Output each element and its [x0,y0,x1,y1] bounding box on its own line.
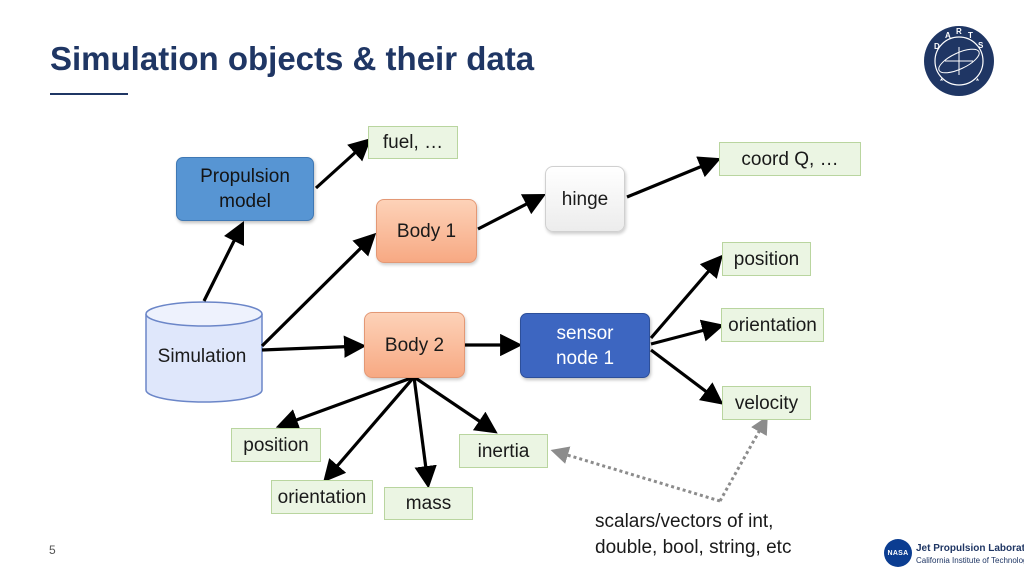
logo-letter-d: D [934,42,940,51]
logo-letter-s: S [978,41,984,50]
body2-node[interactable]: Body 2 [364,312,465,378]
note-line2: double, bool, string, etc [595,537,792,558]
arrow-body2-mass [412,376,437,489]
logo-letter-r: R [956,27,962,36]
arrow-body1-hinge [477,193,546,231]
arrow-propulsion-fuel [314,137,372,190]
darts-logo-icon: D A R T S [924,26,994,96]
propulsion-label-line2: model [219,191,271,212]
note-pointer-velocity [718,415,768,502]
arrow-sensor-orientation [650,319,725,346]
jpl-logo: NASA Jet Propulsion Laboratory Californi… [884,537,1024,571]
body2-orientation-node[interactable]: orientation [271,480,373,514]
jpl-subtitle: California Institute of Technology [916,556,1024,565]
propulsion-label-line1: Propulsion [200,166,290,187]
arrow-sensor-position [649,254,723,340]
logo-letter-t: T [968,31,973,40]
arrow-sensor-velocity [650,348,724,405]
coord-q-node[interactable]: coord Q, … [719,142,861,176]
simulation-cylinder [145,301,263,403]
sensor-label-line2: node 1 [555,347,615,369]
arrow-body2-inertia [413,375,498,434]
nasa-meatball-icon: NASA [884,539,912,567]
sensor-node[interactable]: sensor node 1 [520,313,650,378]
sensor-label-line1: sensor [556,322,614,344]
body2-position-node[interactable]: position [231,428,321,462]
sensor-orientation-node[interactable]: orientation [721,308,824,342]
logo-letter-a: A [945,31,951,40]
arrow-hinge-coord [626,156,722,199]
inertia-node[interactable]: inertia [459,434,548,468]
note-pointer-inertia [550,446,721,503]
jpl-name: Jet Propulsion Laboratory [916,543,1024,554]
sensor-velocity-node[interactable]: velocity [722,386,811,420]
note-line1: scalars/vectors of int, [595,511,774,532]
slide-title: Simulation objects & their data [50,40,535,77]
arrow-body2-orientation [323,375,416,483]
page-number: 5 [49,543,56,557]
arrow-sim-body1 [260,232,377,348]
arrow-sim-body2 [261,335,367,358]
arrow-body2-position [275,375,415,431]
fuel-node[interactable]: fuel, … [368,126,458,159]
body1-node[interactable]: Body 1 [376,199,477,263]
hinge-node[interactable]: hinge [545,166,625,232]
simulation-label: Simulation [157,346,247,367]
data-types-note: scalars/vectors of int, double, bool, st… [595,509,791,561]
title-underline [50,93,128,95]
propulsion-model-node[interactable]: Propulsion model [176,157,314,221]
sensor-position-node[interactable]: position [722,242,811,276]
arrow-sim-propulsion [202,220,245,302]
mass-node[interactable]: mass [384,487,473,520]
